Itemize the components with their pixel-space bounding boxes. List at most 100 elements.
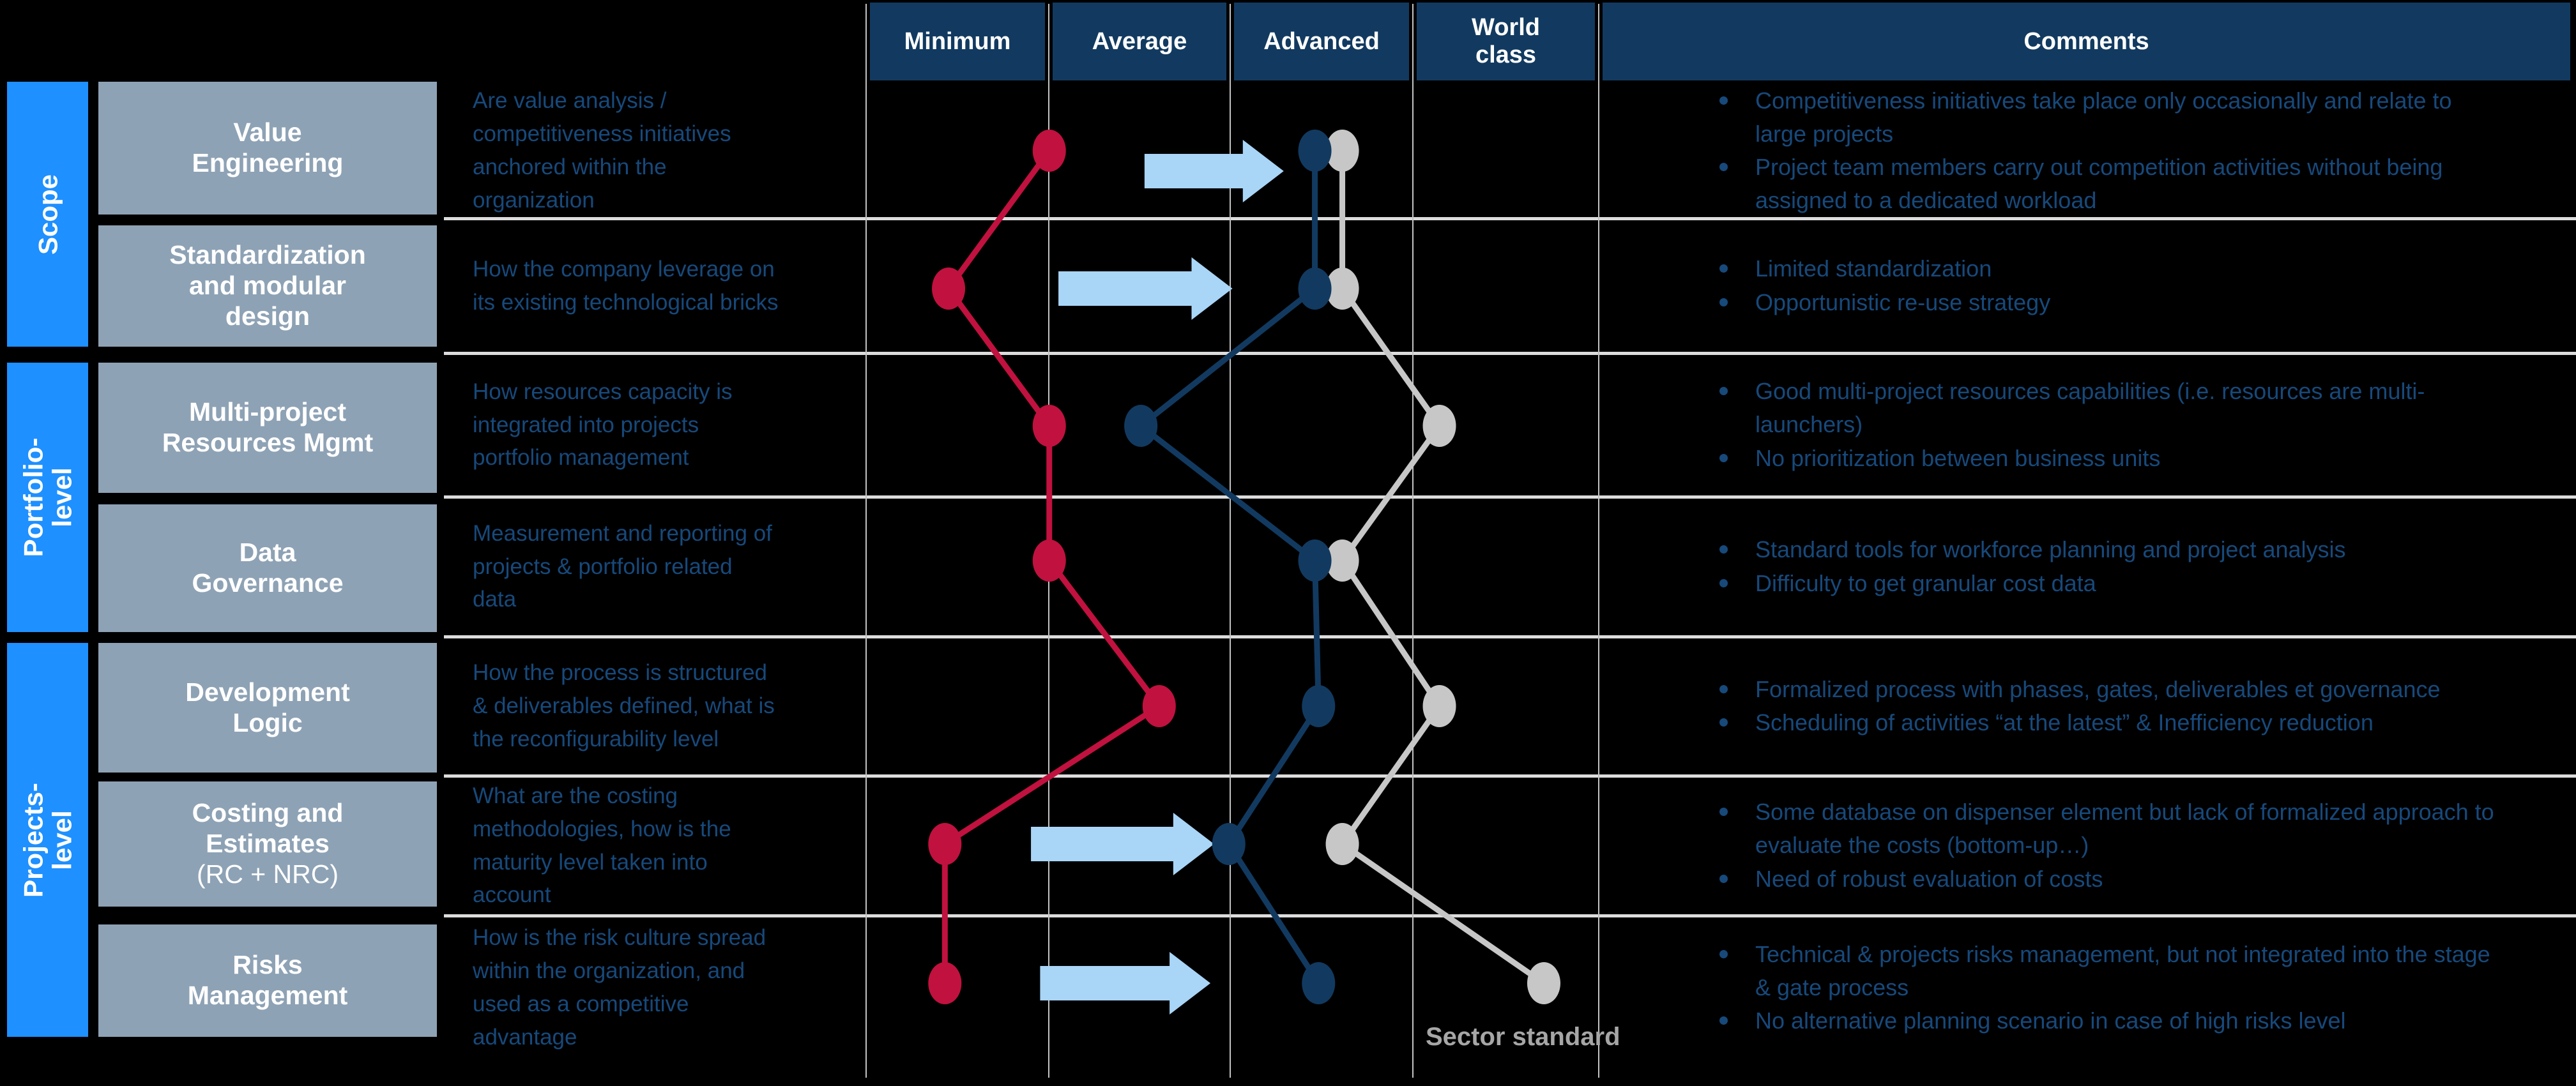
section-label: Portfolio- level [18,437,77,557]
grid-line-vertical [1598,4,1599,1078]
row-label-box: Risks Management [98,924,437,1037]
comment-item: No prioritization between business units [1719,442,2550,475]
row-description-text: What are the costing methodologies, how … [473,783,731,908]
column-header-label: Comments [2023,27,2149,55]
comment-text: Technical & projects risks management, b… [1755,940,2490,1000]
gray-series-dot [1325,268,1359,310]
navy-series-dot [1212,823,1246,865]
comment-item: Project team members carry out competiti… [1719,151,2550,217]
comment-text: Good multi-project resources capabilitie… [1755,378,2425,438]
bullet-icon [1719,264,1728,273]
row-description-text: How the process is structured & delivera… [473,660,775,751]
row-label: Value Engineering [192,117,344,177]
row-label-box: Value Engineering [98,82,437,215]
comment-item: Opportunistic re-use strategy [1719,286,2550,319]
row-label: Standardization and modular design [169,240,366,331]
comment-text: Some database on dispenser element but l… [1755,799,2494,859]
section-bar-scope: Scope [7,82,88,347]
column-header-world-class: World class [1417,3,1595,80]
column-header-minimum: Minimum [870,3,1045,80]
improvement-arrow-icon [1040,952,1211,1014]
comment-text: Standard tools for workforce planning an… [1755,536,2346,563]
column-header-label: World class [1472,14,1540,68]
improvement-arrow-icon [1031,813,1214,875]
comment-text: Difficulty to get granular cost data [1755,569,2096,596]
comment-text: No alternative planning scenario in case… [1755,1007,2346,1034]
bullet-icon [1719,684,1728,693]
row-comments: Formalized process with phases, gates, d… [1719,637,2550,776]
navy-series-dot [1124,405,1158,447]
section-label: Scope [32,174,63,255]
comment-item: Scheduling of activities “at the latest”… [1719,706,2550,739]
column-header-average: Average [1053,3,1226,80]
comment-text: Opportunistic re-use strategy [1755,289,2051,315]
column-header-comments: Comments [1603,3,2570,80]
grid-line-vertical [865,4,867,1078]
bullet-icon [1719,298,1728,306]
row-label: Development Logic [185,677,350,737]
grid-line-vertical [1412,4,1414,1078]
comment-item: Some database on dispenser element but l… [1719,796,2550,862]
comment-text: Formalized process with phases, gates, d… [1755,675,2441,702]
row-description-text: Measurement and reporting of projects & … [473,520,772,612]
bullet-icon [1719,1016,1728,1025]
section-bar-projects-level: Projects- level [7,643,88,1037]
comment-list: Some database on dispenser element but l… [1719,796,2550,896]
grid-line-vertical [1048,4,1049,1078]
bullet-icon [1719,718,1728,727]
row-comments: Technical & projects risks management, b… [1719,916,2550,1060]
row-label: Costing and Estimates [192,798,344,859]
row-comments: Competitiveness initiatives take place o… [1719,83,2550,218]
bullet-icon [1719,163,1728,171]
row-label-box: Standardization and modular design [98,225,437,347]
gray-series-dot [1527,962,1560,1004]
comment-item: Technical & projects risks management, b… [1719,938,2550,1004]
comment-text: Project team members carry out competiti… [1755,154,2443,214]
comment-item: No alternative planning scenario in case… [1719,1004,2550,1037]
grid-line-vertical [1230,4,1231,1078]
row-comments: Some database on dispenser element but l… [1719,776,2550,916]
red-series-line [941,149,1164,983]
column-header-advanced: Advanced [1234,3,1409,80]
comment-text: Need of robust evaluation of costs [1755,865,2103,892]
bullet-icon [1719,545,1728,554]
row-description: Are value analysis / competitiveness ini… [473,83,779,218]
comment-list: Competitiveness initiatives take place o… [1719,84,2550,218]
gray-series-dot [1325,130,1359,172]
comment-list: Standard tools for workforce planning an… [1719,533,2550,600]
comment-item: Competitiveness initiatives take place o… [1719,84,2550,151]
red-series-dot [928,962,962,1004]
bullet-icon [1719,808,1728,817]
bullet-icon [1719,96,1728,105]
row-label: Data Governance [192,538,344,598]
row-description: How the process is structured & delivera… [473,637,779,776]
section-bar-portfolio-level: Portfolio- level [7,363,88,632]
row-description-text: How is the risk culture spread within th… [473,925,766,1050]
row-comments: Good multi-project resources capabilitie… [1719,353,2550,497]
row-comments: Standard tools for workforce planning an… [1719,497,2550,637]
bullet-icon [1719,874,1728,883]
comment-item: Limited standardization [1719,252,2550,285]
row-description: How is the risk culture spread within th… [473,916,779,1060]
gray-series-dot [1325,539,1359,582]
row-label: Multi-project Resources Mgmt [162,397,374,457]
comment-item: Formalized process with phases, gates, d… [1719,673,2550,706]
sector-standard-label: Sector standard [1426,1023,1620,1051]
red-series-dot [1142,685,1176,727]
improvement-arrow-icon [1144,140,1284,202]
comment-text: No prioritization between business units [1755,444,2161,471]
bullet-icon [1719,453,1728,462]
row-description: How resources capacity is integrated int… [473,353,779,497]
row-sublabel: (RC + NRC) [196,859,339,889]
comment-text: Scheduling of activities “at the latest”… [1755,709,2374,735]
navy-series-dot [1298,268,1332,310]
comment-list: Technical & projects risks management, b… [1719,938,2550,1038]
navy-series-dot [1302,962,1336,1004]
row-label-box: Development Logic [98,643,437,773]
improvement-arrow-icon [1058,257,1233,320]
gray-series-dot [1422,405,1456,447]
comment-list: Formalized process with phases, gates, d… [1719,673,2550,739]
